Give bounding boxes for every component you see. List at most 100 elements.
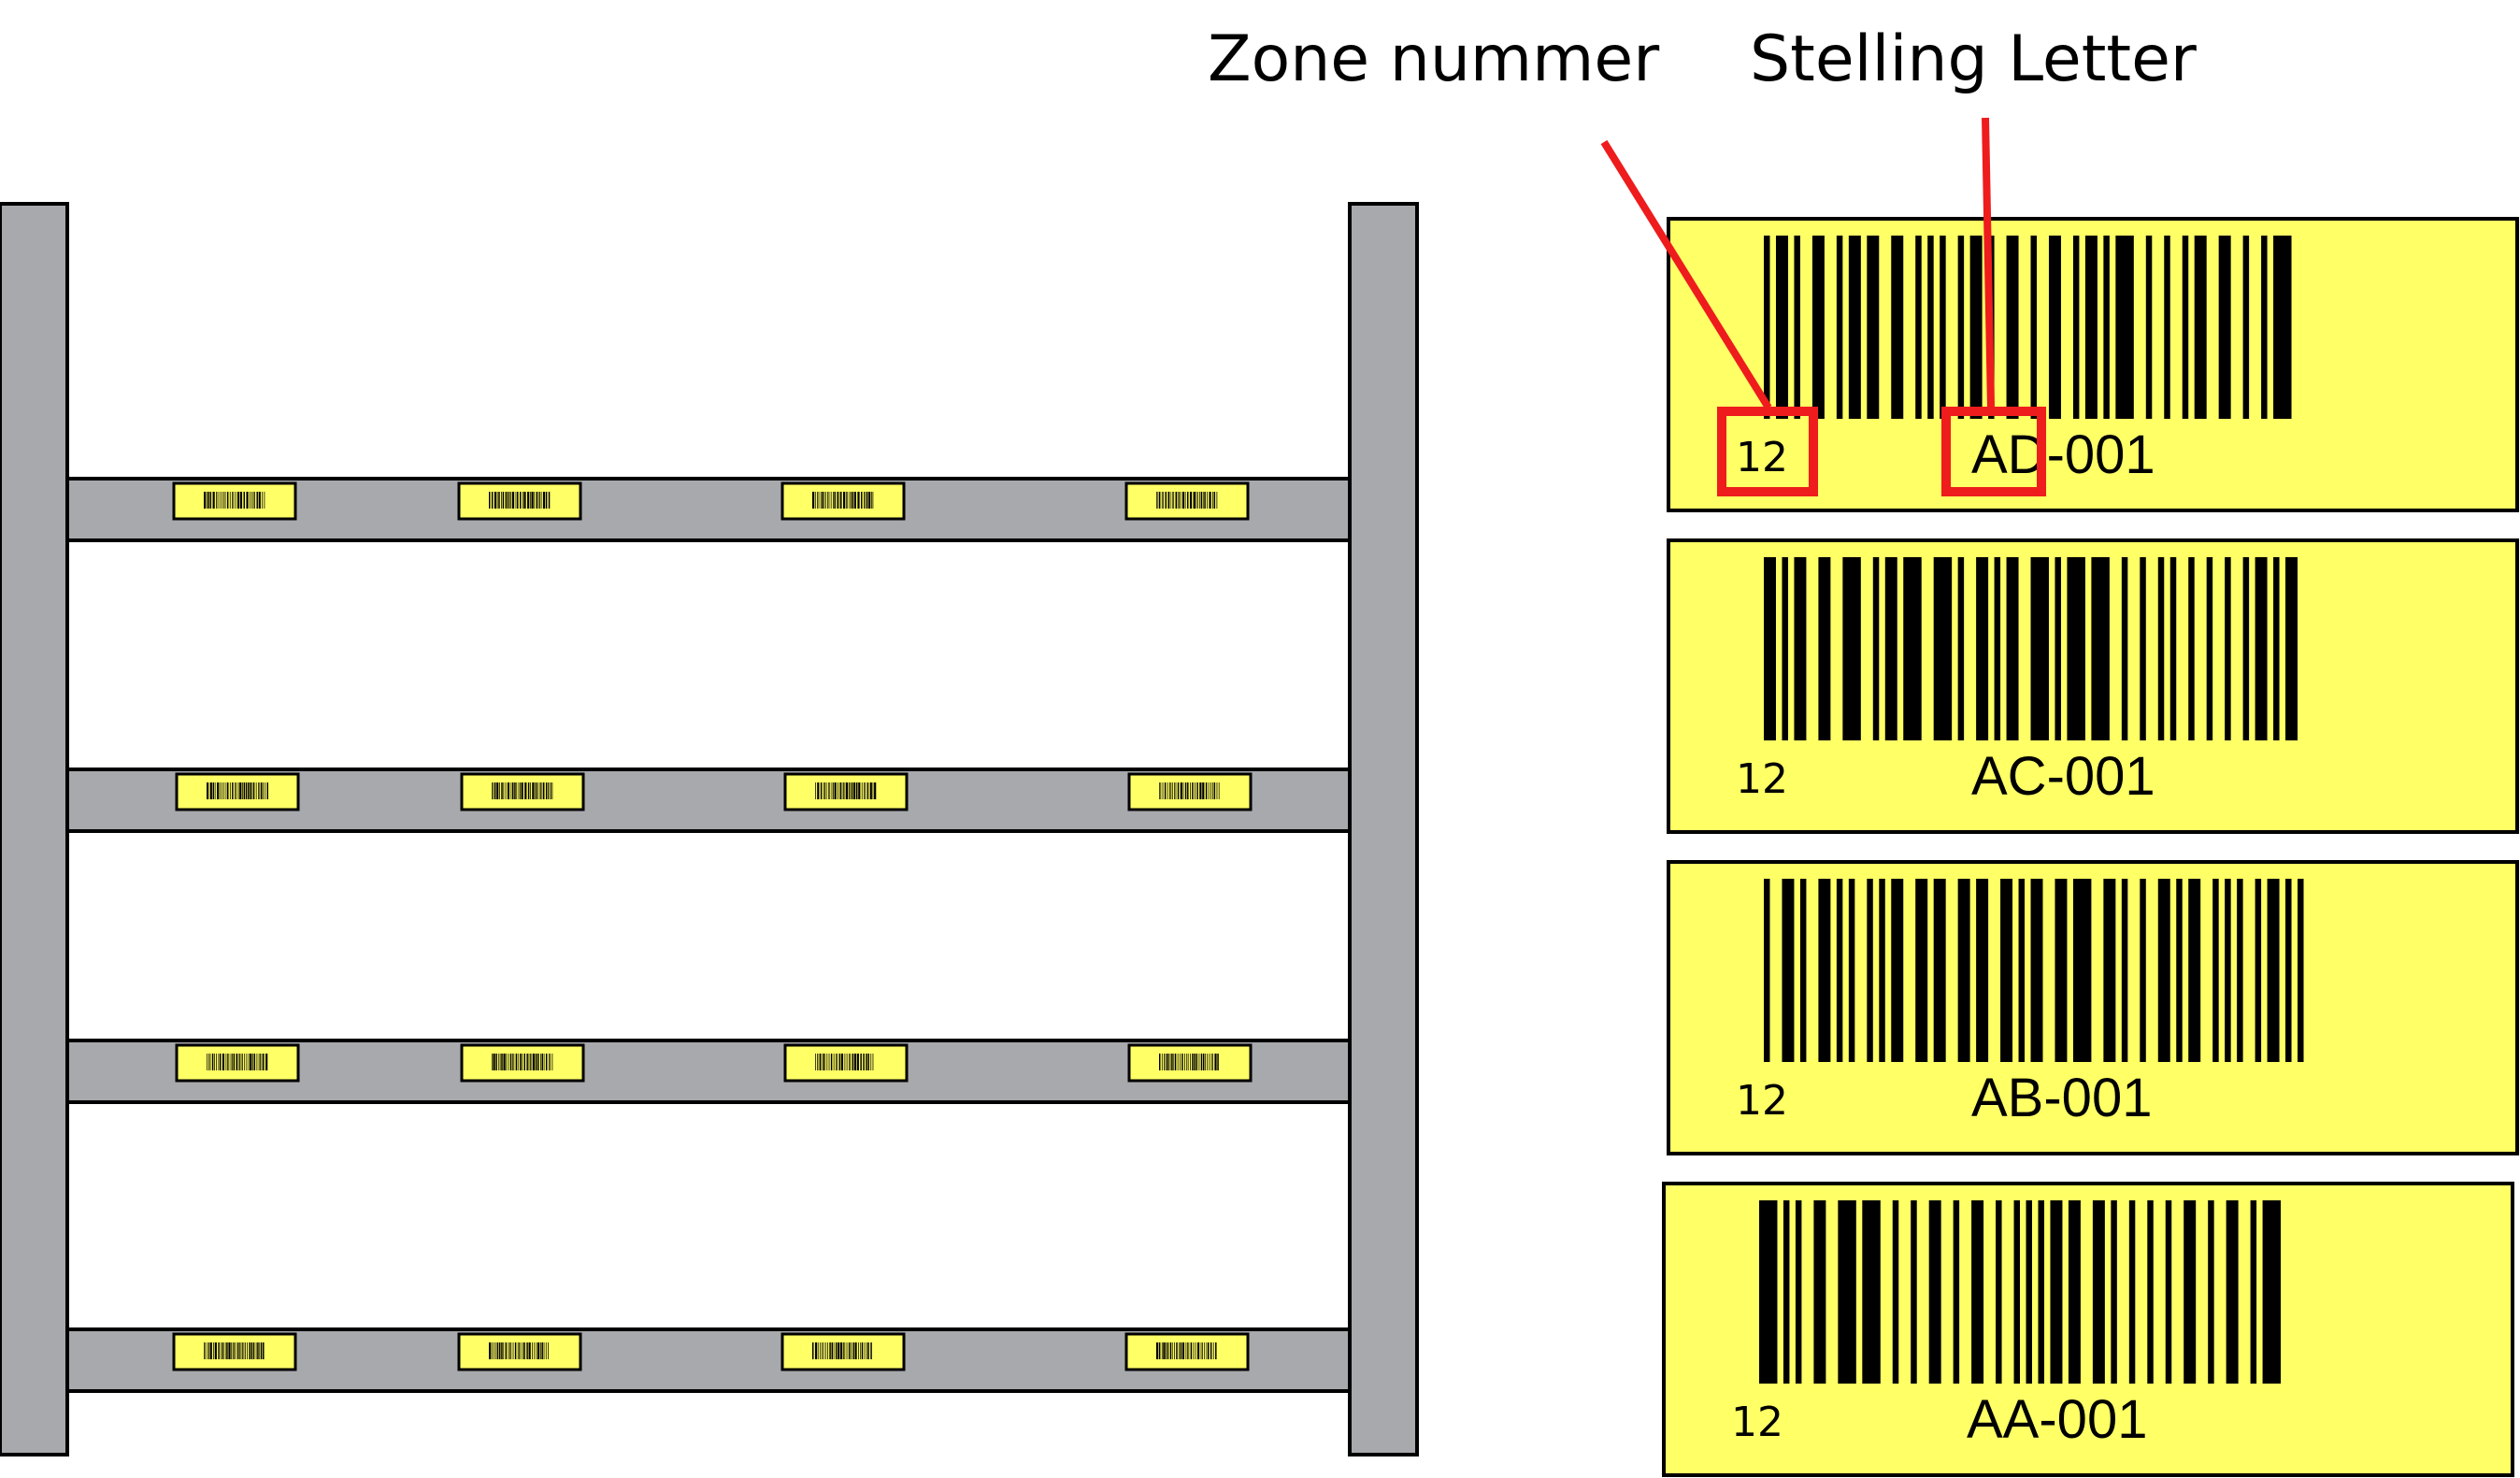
shelf-label-barcode-bar: [817, 782, 820, 799]
shelf-label-barcode-bar: [1177, 1054, 1179, 1070]
shelf-label-barcode-bar: [496, 782, 499, 799]
shelf-label-barcode-bar: [233, 1054, 236, 1070]
shelf-label-barcode-bar: [829, 782, 831, 799]
shelf-label-barcode-bar: [530, 1054, 531, 1070]
shelf-label-barcode-bar: [1179, 1342, 1180, 1359]
shelf-label-barcode-bar: [224, 1342, 226, 1359]
shelf-label-barcode-bar: [551, 1054, 553, 1070]
shelf-label-barcode-bar: [526, 1054, 528, 1070]
barcode-bar: [1957, 236, 1965, 419]
shelf-label-barcode-bar: [492, 782, 493, 799]
shelf-label-barcode-bar: [829, 1342, 831, 1359]
shelf-label-background: [175, 772, 300, 811]
shelf-label-barcode-bar: [828, 1054, 830, 1070]
shelf-label-barcode-bar: [858, 1342, 859, 1359]
shelf-label-barcode-bar: [1196, 782, 1198, 799]
barcode-bar: [1764, 557, 1776, 740]
letter-pointer-line: [1982, 117, 1995, 409]
shelf-label-barcode-bar: [512, 1342, 514, 1359]
shelf-label-barcode-bar: [515, 492, 517, 509]
shelf-label-barcode-bar: [1188, 1342, 1190, 1359]
barcode-bar: [1759, 1200, 1778, 1384]
shelf-label-barcode-bar: [205, 1342, 207, 1359]
shelf-label-barcode-bar: [845, 492, 847, 509]
shelf-label-barcode-bar: [219, 782, 221, 799]
shelf-label-barcode-bar: [1161, 1342, 1163, 1359]
shelf-label-barcode-bar: [841, 782, 843, 799]
shelf-label-barcode-bar: [1212, 492, 1213, 509]
shelf-label-barcode-bar: [509, 492, 510, 509]
shelf-label-barcode-bar: [523, 1342, 525, 1359]
shelf-label-barcode-bar: [1202, 1054, 1205, 1070]
shelf-label-barcode-bar: [228, 1342, 231, 1359]
location-code-text: AC-001: [1971, 746, 2155, 807]
rack-upright-right: [1348, 202, 1419, 1456]
shelf-label-barcode-bar: [523, 492, 526, 509]
barcode-bar: [2018, 879, 2026, 1062]
shelf-label-barcode-bar: [820, 492, 822, 509]
shelf-label-barcode-bar: [1169, 1054, 1171, 1070]
shelf-label-barcode-bar: [216, 492, 217, 509]
shelf-label-barcode-bar: [537, 1342, 540, 1359]
shelf-label-barcode-bar: [207, 782, 209, 799]
shelf-label-barcode-bar: [844, 1342, 846, 1359]
shelf-label-barcode-bar: [867, 1342, 869, 1359]
barcode-bar: [2208, 1200, 2214, 1384]
shelf-label-barcode-bar: [214, 782, 216, 799]
shelf-label-barcode-bar: [1187, 1342, 1188, 1359]
shelf-label-barcode-bar: [517, 1342, 519, 1359]
shelf-label-barcode-bar: [214, 1342, 217, 1359]
shelf-barcode-label: [172, 481, 297, 521]
shelf-label-barcode-bar: [510, 782, 512, 799]
shelf-label-barcode-bar: [866, 492, 868, 509]
barcode-bar: [1872, 557, 1880, 740]
shelf-beam: [65, 477, 1352, 542]
shelf-label-barcode-bar: [509, 1342, 510, 1359]
barcode-bar: [1879, 879, 1885, 1062]
shelf-label-barcode-bar: [825, 782, 827, 799]
shelf-label-barcode-bar: [505, 782, 507, 799]
shelf-label-barcode-bar: [209, 782, 212, 799]
shelf-label-barcode-bar: [1208, 1342, 1210, 1359]
shelf-label-barcode-bar: [1165, 492, 1167, 509]
shelf-label-barcode-bar: [814, 1342, 818, 1359]
zone-number-text: 12: [1731, 1399, 1783, 1446]
barcode-bar: [2013, 1200, 2021, 1384]
shelf-label-barcode-bar: [263, 1054, 265, 1070]
shelf-label-barcode-bar: [1194, 1054, 1196, 1070]
shelf-label-barcode-bar: [848, 782, 850, 799]
shelf-label-barcode-bar: [1164, 1054, 1165, 1070]
barcode-bar: [2285, 557, 2298, 740]
shelf-label-barcode-bar: [510, 1342, 512, 1359]
shelf-label-barcode-bar: [1184, 1054, 1185, 1070]
barcode-bar: [1915, 236, 1922, 419]
shelf-label-barcode-bar: [225, 1054, 227, 1070]
shelf-label-barcode-bar: [540, 782, 541, 799]
shelf-label-barcode-bar: [538, 782, 540, 799]
barcode-bar: [2218, 236, 2231, 419]
shelf-label-barcode-bar: [818, 492, 820, 509]
shelf-label-barcode-bar: [834, 782, 837, 799]
shelf-label-barcode-bar: [236, 1054, 237, 1070]
shelf-label-barcode-bar: [527, 492, 530, 509]
shelf-label-barcode-bar: [527, 782, 530, 799]
shelf-label-barcode-bar: [246, 492, 249, 509]
barcode-bar: [2067, 557, 2085, 740]
shelf-label-barcode-bar: [838, 1054, 841, 1070]
shelf-label-barcode-bar: [520, 492, 522, 509]
shelf-label-barcode-bar: [251, 492, 253, 509]
shelf-label-barcode-bar: [520, 1054, 522, 1070]
shelf-label-barcode-bar: [514, 1342, 517, 1359]
shelf-label-barcode-bar: [261, 1054, 263, 1070]
barcode-bar: [1957, 557, 1965, 740]
shelf-label-barcode-bar: [208, 1054, 209, 1070]
shelf-label-barcode-bar: [830, 492, 832, 509]
barcode-bar: [2121, 879, 2128, 1062]
shelf-label-barcode-bar: [260, 782, 263, 799]
shelf-label-barcode-bar: [242, 1342, 243, 1359]
barcode-bar: [1838, 1200, 1856, 1384]
shelf-label-barcode-bar: [257, 1342, 259, 1359]
barcode-bar: [2103, 879, 2116, 1062]
shelf-label-barcode-bar: [1171, 1054, 1173, 1070]
